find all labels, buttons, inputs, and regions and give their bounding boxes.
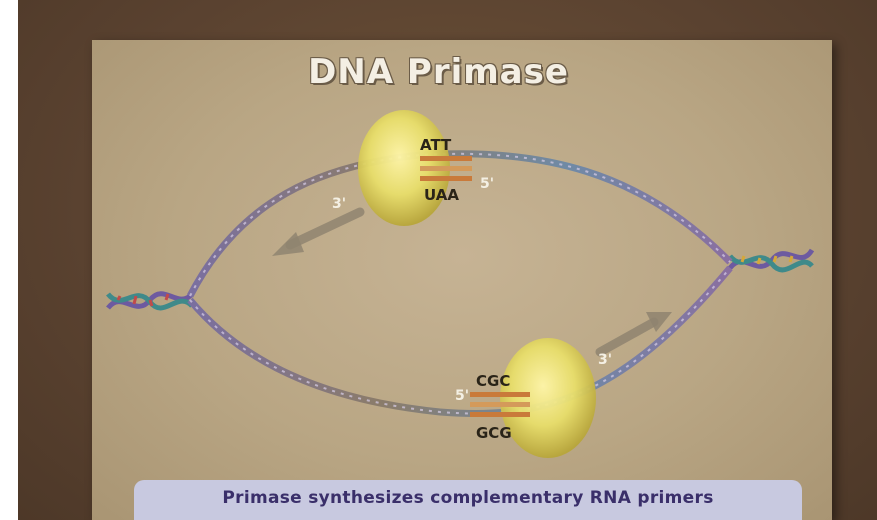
top-bases-lower: UAA: [424, 186, 459, 204]
bottom-direction-arrow: [600, 312, 672, 352]
bottom-bases-lower: GCG: [476, 424, 512, 442]
bottom-three-prime: 3': [598, 352, 612, 368]
top-primase-enzyme: [358, 110, 472, 226]
top-direction-arrow: [272, 212, 360, 256]
top-three-prime: 3': [332, 196, 346, 212]
left-helix: [108, 294, 192, 308]
right-helix: [730, 250, 812, 270]
bottom-five-prime: 5': [455, 388, 469, 404]
top-bases-upper: ATT: [420, 136, 452, 154]
caption-text: Primase synthesizes complementary RNA pr…: [134, 488, 802, 508]
bottom-bases-upper: CGC: [476, 372, 510, 390]
top-strand: [190, 154, 730, 296]
top-five-prime: 5': [480, 176, 494, 192]
